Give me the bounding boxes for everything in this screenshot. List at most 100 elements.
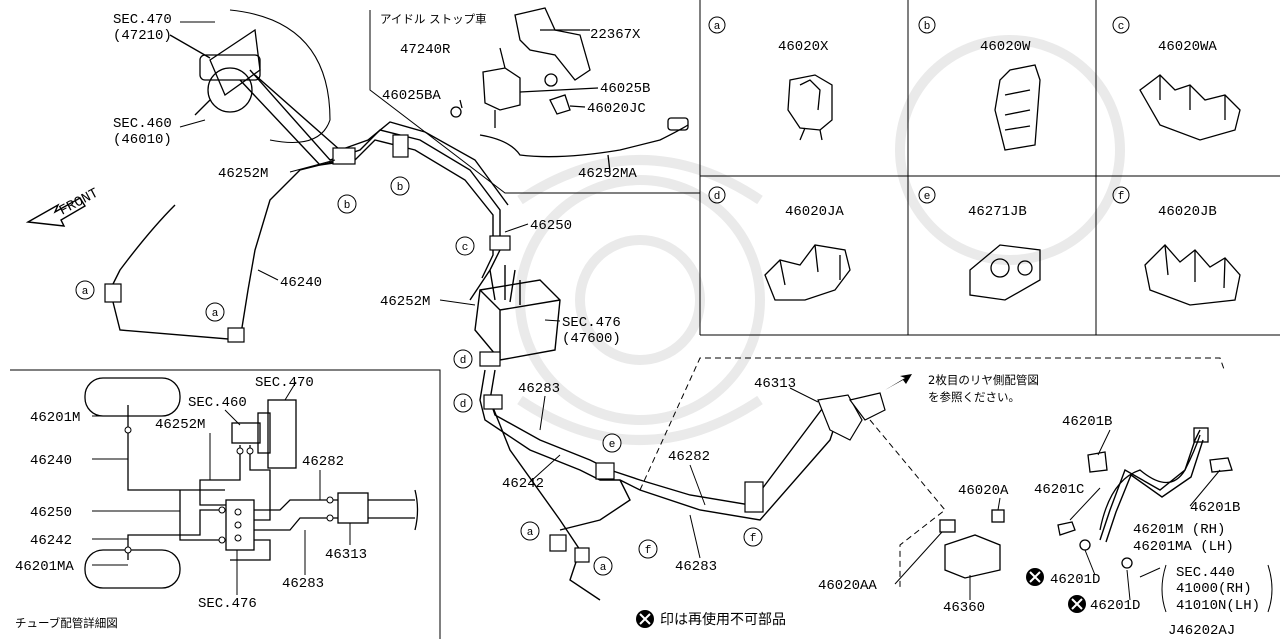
clip-panel-b: b 46020W: [918, 16, 1041, 151]
schematic-title: チューブ配管詳細図: [15, 616, 118, 630]
part-label: (46010): [113, 132, 172, 148]
part-label: 46240: [30, 453, 72, 469]
part-label: 46201MA (LH): [1133, 539, 1234, 555]
part-label: 46201MA: [15, 559, 74, 575]
part-label: FRONT: [57, 186, 102, 220]
part-label: 46242: [30, 533, 72, 549]
part-label: 46252M: [218, 166, 268, 182]
part-label: 46201D: [1090, 598, 1140, 614]
part-label: 46201B: [1190, 500, 1240, 516]
part-label: 46020W: [980, 39, 1031, 55]
callout-d-2: d: [453, 393, 473, 413]
proportioning-valve-icon: [337, 492, 369, 524]
part-label: SEC.470: [255, 375, 314, 391]
part-label: 46252M: [155, 417, 205, 433]
part-label: 46271JB: [968, 204, 1027, 220]
part-label: a: [600, 562, 607, 574]
part-label: 22367X: [590, 27, 641, 43]
part-label: 47240R: [400, 42, 451, 58]
rear-reference-arrow-icon: [885, 374, 912, 390]
part-label: SEC.476: [198, 596, 257, 612]
bracket-22367x-icon: [514, 7, 591, 81]
part-label: (47600): [562, 331, 621, 347]
legend-non-reusable-icon: [636, 610, 654, 628]
callout-b-1: b: [337, 194, 357, 214]
part-label: c: [1118, 21, 1125, 33]
part-label: 46201B: [1062, 414, 1112, 430]
part-label: 46020JC: [587, 101, 646, 117]
part-label: 46025BA: [382, 88, 441, 104]
rear-note-line1: 2枚目のリヤ側配管図: [928, 373, 1039, 387]
part-label: e: [609, 439, 616, 451]
master-cylinder-booster: [169, 9, 331, 144]
rear-routing-dashed-box: [639, 357, 1226, 590]
part-label: 46020JA: [785, 204, 844, 220]
part-label: a: [212, 308, 219, 320]
clip-panel-e: e 46271JB: [918, 186, 1041, 301]
part-label: f: [750, 533, 757, 545]
part-label: SEC.460: [188, 395, 247, 411]
part-label: a: [82, 286, 89, 298]
callout-c: c: [455, 236, 475, 256]
clip-part-label: 46020X: [778, 39, 829, 55]
schematic-joints: [124, 426, 334, 554]
part-label: 46360: [943, 600, 985, 616]
nut-46025b-icon: [544, 73, 558, 87]
diagram-code: J46202AJ: [1168, 623, 1235, 639]
clip-46271jb-icon: [969, 244, 1041, 301]
part-label: SEC.460: [113, 116, 172, 132]
part-label: b: [397, 182, 404, 194]
clip-panel-a: a 46020X: [708, 16, 833, 141]
part-label: 46282: [302, 454, 344, 470]
tube-46252ma-line: [479, 124, 689, 158]
front-wheel-icon: [84, 377, 181, 417]
clip-panel-c: c 46020WA: [1112, 16, 1241, 141]
callout-e: e: [602, 433, 622, 453]
part-label: 46313: [754, 376, 796, 392]
callout-d-1: d: [453, 349, 473, 369]
part-label: a: [714, 21, 721, 33]
booster-icon: [267, 399, 297, 469]
part-label: 46283: [675, 559, 717, 575]
idle-stop-assembly: アイドル ストップ車 22367X 47240R 46025B 46025BA …: [380, 7, 689, 182]
part-label: 46250: [530, 218, 572, 234]
clip-46020x-icon: [787, 74, 833, 141]
part-label: SEC.470: [113, 12, 172, 28]
part-label: d: [460, 355, 467, 367]
part-label: SEC.476: [562, 315, 621, 331]
part-label: 46020A: [958, 483, 1009, 499]
part-label: b: [924, 21, 931, 33]
part-label: d: [460, 399, 467, 411]
idle-stop-title: アイドル ストップ車: [380, 12, 487, 26]
callout-a-3: a: [520, 521, 540, 541]
main-part-labels: SEC.470 (47210) SEC.460 (46010) 46252M 4…: [113, 12, 1260, 616]
part-label: 46252M: [380, 294, 430, 310]
legend-text: 印は再使用不可部品: [660, 611, 786, 628]
callout-a-1: a: [75, 280, 95, 300]
part-label: b: [344, 200, 351, 212]
part-label: 46020WA: [1158, 39, 1217, 55]
non-reusable-markers: 印は再使用不可部品: [636, 568, 1086, 628]
clip-46020wa-icon: [1139, 74, 1241, 141]
master-cylinder-icon: [231, 422, 261, 444]
part-label: SEC.440: [1176, 565, 1235, 581]
front-arrow: FRONT: [25, 186, 102, 227]
front-arrow-icon: [25, 197, 86, 227]
part-label: 46283: [282, 576, 324, 592]
clip-46020ja-icon: [764, 244, 851, 301]
part-label: 46283: [518, 381, 560, 397]
nut-46025ba-icon: [450, 106, 462, 118]
part-label: d: [714, 191, 721, 203]
non-reusable-icon: [1068, 595, 1086, 613]
part-label: c: [462, 242, 469, 254]
clip-panel-f: f 46020JB: [1112, 186, 1241, 306]
part-label: 46240: [280, 275, 322, 291]
part-label: f: [645, 545, 652, 557]
clip-panel-d: d 46020JA: [708, 186, 851, 301]
callout-a-2: a: [205, 302, 225, 322]
part-label: 46242: [502, 476, 544, 492]
part-label: 46020JB: [1158, 204, 1217, 220]
watermark-emblem: [515, 35, 1125, 445]
part-label: e: [924, 191, 931, 203]
pipe-clips: [104, 134, 886, 563]
